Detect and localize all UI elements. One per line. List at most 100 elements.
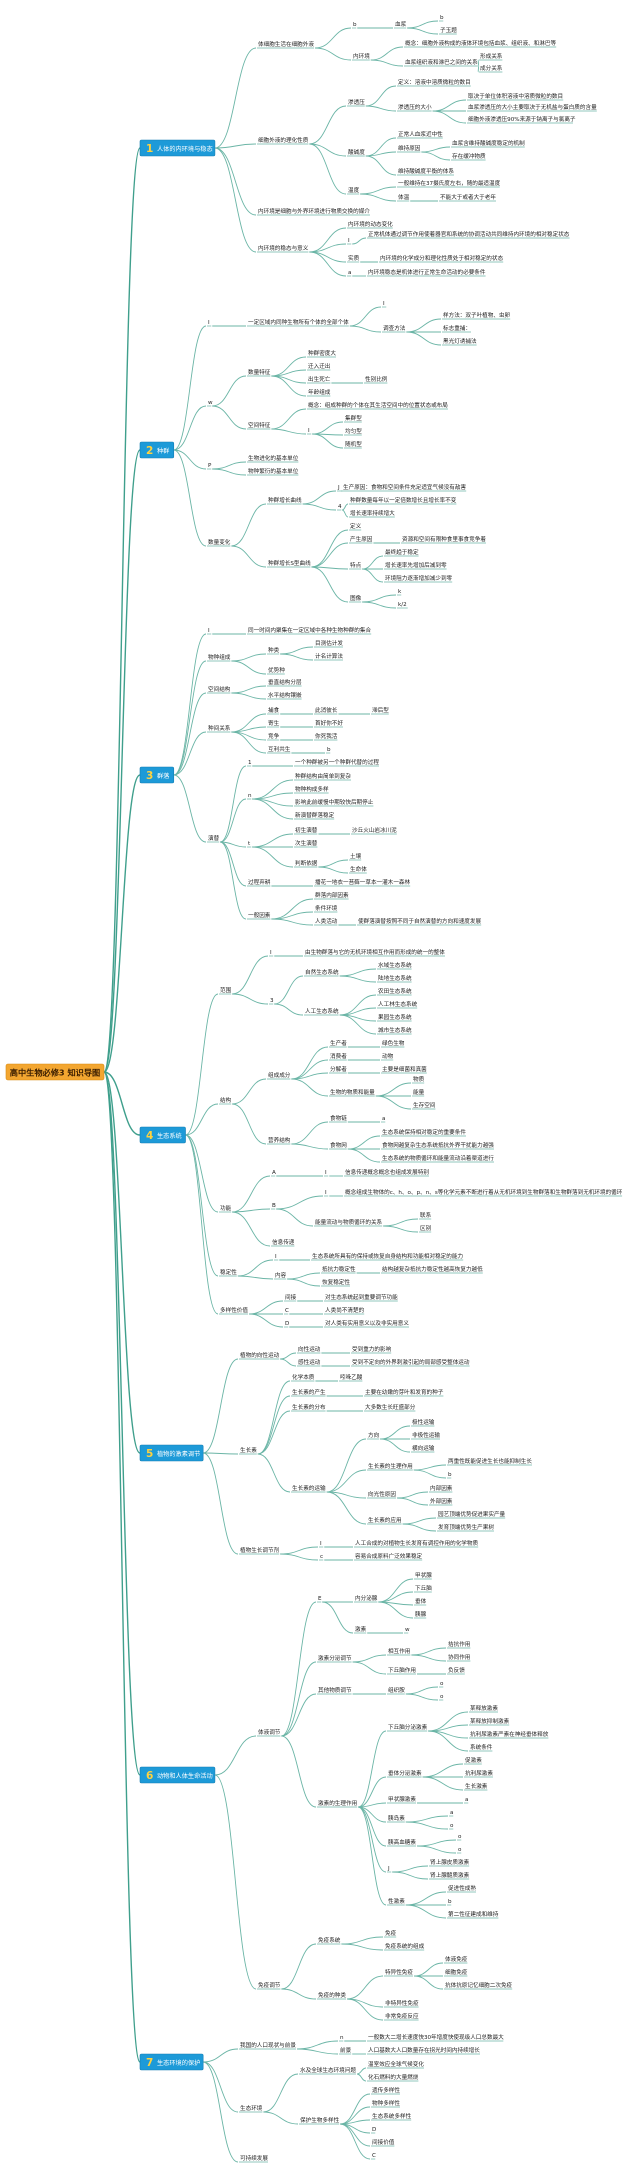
topic-node-label[interactable]: 内环境 xyxy=(353,52,370,60)
topic-node-label[interactable]: 物种组成 xyxy=(208,653,231,661)
topic-node-label[interactable]: 调查方法 xyxy=(383,324,406,332)
topic-node-label[interactable]: 非极性运输 xyxy=(412,1431,440,1439)
topic-node-label[interactable]: 一般数大二增长速度快30年增度快使现级人口总数最大 xyxy=(368,2033,504,2041)
topic-node-label[interactable]: 促进性成熟 xyxy=(448,1884,476,1892)
topic-node-label[interactable]: 特异性免疫 xyxy=(385,1968,413,1976)
topic-node-label[interactable]: 生态系统保持相对稳定的重要条件 xyxy=(382,1128,466,1136)
topic-node-label[interactable]: 空间特征 xyxy=(248,421,271,429)
topic-node-label[interactable]: 联系 xyxy=(420,1211,432,1219)
topic-node-label[interactable]: 植物生长调节剂 xyxy=(240,1546,280,1554)
topic-node-label[interactable]: 随机型 xyxy=(345,440,362,448)
topic-node-label[interactable]: 目测估计发 xyxy=(315,639,343,647)
root-node[interactable]: 高中生物必修3 知识导图 xyxy=(5,1063,105,1081)
topic-node-label[interactable]: 温度 xyxy=(348,186,360,194)
topic-node-label[interactable]: 群落内部因素 xyxy=(315,891,349,899)
topic-node-label[interactable]: 细胞免疫 xyxy=(445,1968,468,1976)
topic-node-label[interactable]: 免疫系统 xyxy=(318,1936,341,1944)
topic-node-label[interactable]: 一般维持在37摄氏度左右，随的最适温度 xyxy=(398,179,501,187)
topic-node-label[interactable]: 使群落演替按照不同于自然演替的方向和速度发展 xyxy=(358,917,481,925)
topic-node-label[interactable]: 维持酸碱度平衡的体系 xyxy=(398,167,454,175)
topic-node-label[interactable]: 抗利尿激素严素在神经垂体释放 xyxy=(470,1730,549,1738)
topic-node-label[interactable]: w xyxy=(405,1627,410,1633)
topic-node-label[interactable]: 生态系统多样性 xyxy=(372,2112,412,2120)
topic-node-label[interactable]: 动物 xyxy=(382,1052,394,1060)
topic-node-label[interactable]: I xyxy=(348,238,350,244)
topic-node-label[interactable]: 下丘脑 xyxy=(415,1584,432,1592)
topic-node-label[interactable]: 成分关系 xyxy=(480,64,503,72)
topic-node-label[interactable]: 农田生态系统 xyxy=(378,987,412,995)
topic-node-label[interactable]: 水及全球生态环境问题 xyxy=(300,2066,356,2074)
topic-node-label[interactable]: 自然生态系统 xyxy=(305,968,339,976)
topic-node-label[interactable]: 体液调节 xyxy=(258,1728,281,1736)
topic-node-label[interactable]: 生物进化的基本单位 xyxy=(248,454,299,462)
topic-node-label[interactable]: 最终趋于稳定 xyxy=(385,548,419,556)
topic-node-label[interactable]: I xyxy=(320,1541,322,1547)
topic-node-label[interactable]: 概念：细胞外液构成的液体环境包括血浆、组织液、和淋巴等 xyxy=(405,39,556,47)
topic-node-label[interactable]: 胰高血糖素 xyxy=(388,1838,416,1846)
topic-node-label[interactable]: I xyxy=(308,428,310,434)
topic-node-label[interactable]: 化石燃料的大量燃烧 xyxy=(368,2073,419,2081)
topic-node-label[interactable]: 内分泌腺 xyxy=(355,1594,378,1602)
topic-node-label[interactable]: 肾上腺髓质激素 xyxy=(430,1871,470,1879)
topic-node-label[interactable]: 新演替群落稳定 xyxy=(295,811,335,819)
topic-node-label[interactable]: 容易合成原料广泛效果稳定 xyxy=(355,1552,423,1560)
topic-node-label[interactable]: 生长激素 xyxy=(465,1782,488,1790)
topic-node-label[interactable]: 生存空间 xyxy=(413,1101,436,1109)
topic-node-label[interactable]: I xyxy=(270,950,272,956)
topic-node-label[interactable]: b xyxy=(448,1899,452,1905)
topic-node-label[interactable]: o xyxy=(458,1847,462,1853)
topic-node-label[interactable]: 极性运输 xyxy=(412,1418,435,1426)
topic-node-label[interactable]: 影响此前缓慢中期较快后期停止 xyxy=(295,798,374,806)
topic-node-label[interactable]: 集群型 xyxy=(345,414,362,422)
topic-node-label[interactable]: 正常机体通过调节作用使着器官和系统的协调活动共同维持内环境的相对稳定状态 xyxy=(368,230,570,238)
topic-node-label[interactable]: c xyxy=(320,1554,323,1560)
topic-node-label[interactable]: 某释放抑制激素 xyxy=(470,1717,510,1725)
topic-node-label[interactable]: 前景 xyxy=(340,2046,352,2054)
topic-node-label[interactable]: 保护生物多样性 xyxy=(300,2116,340,2124)
topic-node-label[interactable]: D xyxy=(372,2127,376,2133)
topic-node-label[interactable]: 概念组成生物体的c、h、o、p、n、s等化学元素不断进行着从无机环境到生物群落和… xyxy=(345,1188,623,1196)
topic-node-label[interactable]: 黑光灯诱捕法 xyxy=(443,337,477,345)
topic-node-label[interactable]: b xyxy=(440,15,444,21)
topic-node-label[interactable]: 种群增长S型曲线 xyxy=(268,559,311,567)
topic-node-label[interactable]: 感性运动 xyxy=(298,1358,321,1366)
topic-node-label[interactable]: 食物网越复杂生态系统抵抗外界干扰能力越强 xyxy=(382,1141,494,1149)
topic-node-label[interactable]: 分解者 xyxy=(330,1065,347,1073)
topic-node-label[interactable]: o xyxy=(440,1681,444,1687)
topic-node-label[interactable]: 园艺顶端优势促进果实产量 xyxy=(438,1510,506,1518)
topic-node-label[interactable]: 种群结构由简单到复杂 xyxy=(295,772,351,780)
topic-node-label[interactable]: 特点 xyxy=(350,561,362,569)
topic-node-label[interactable]: 范围 xyxy=(220,986,232,994)
topic-node-label[interactable]: 一般因素 xyxy=(248,911,271,919)
topic-node-label[interactable]: 过程弃耕 xyxy=(248,878,271,886)
topic-node-label[interactable]: 捕食 xyxy=(268,706,280,714)
topic-node-label[interactable]: 增长速率持续增大 xyxy=(350,509,395,517)
topic-node-label[interactable]: 化学本质 xyxy=(292,1373,315,1381)
topic-node-label[interactable]: 大多数生长旺盛部分 xyxy=(365,1403,416,1411)
topic-node-label[interactable]: P xyxy=(208,463,212,469)
topic-node-label[interactable]: 生物的物质和能量 xyxy=(330,1088,375,1096)
topic-node-label[interactable]: n xyxy=(248,793,252,799)
topic-node-label[interactable]: 营养结构 xyxy=(268,1136,291,1144)
topic-node-label[interactable]: 种群数量每年以一定倍数增长且增长率不变 xyxy=(350,496,457,504)
topic-node-label[interactable]: 免疫的种类 xyxy=(318,1991,346,1999)
topic-node-label[interactable]: 图像 xyxy=(350,594,362,602)
topic-node-label[interactable]: 概念：组成种群的个体在其生活空间中的位置状态或布局 xyxy=(308,401,448,409)
topic-node-label[interactable]: 向性运动 xyxy=(298,1345,321,1353)
topic-node-label[interactable]: 播花一地衣一苔藓一草本一灌木一森林 xyxy=(315,878,411,886)
topic-node-label[interactable]: 激素分泌调节 xyxy=(318,1654,352,1662)
topic-node-label[interactable]: 初生演替 xyxy=(295,826,318,834)
topic-node-label[interactable]: 种类 xyxy=(268,646,280,654)
topic-node-label[interactable]: 陆地生态系统 xyxy=(378,974,412,982)
topic-node-label[interactable]: 多样性价值 xyxy=(220,1306,248,1314)
topic-node-label[interactable]: 垂体 xyxy=(415,1597,427,1605)
topic-node-label[interactable]: 物种繁衍的基本单位 xyxy=(248,467,299,475)
topic-node-label[interactable]: 体温 xyxy=(398,193,410,201)
topic-node-label[interactable]: E xyxy=(318,1596,322,1602)
topic-node-label[interactable]: 一个种群被另一个种群代替的过程 xyxy=(295,758,379,766)
topic-node-label[interactable]: 垂直结构分层 xyxy=(268,678,302,686)
